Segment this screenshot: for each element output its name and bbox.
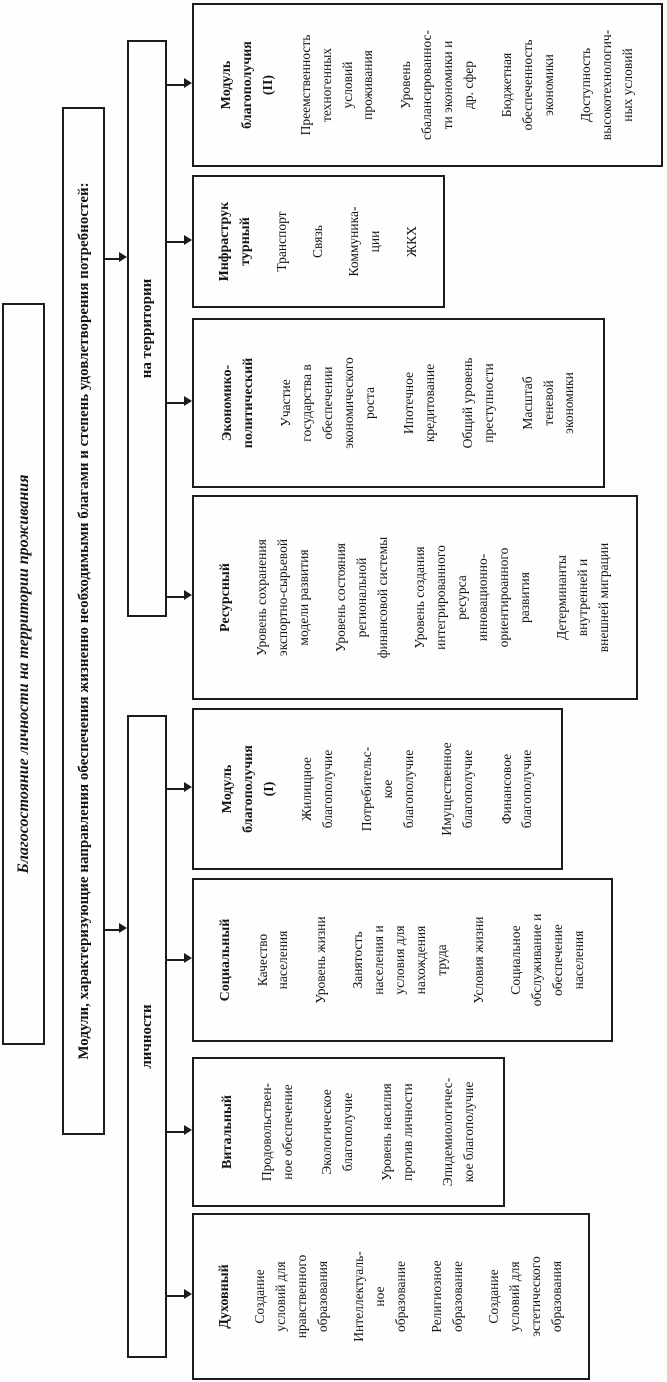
module-item: Преемственность техногенных условий прож… (297, 34, 376, 136)
module-item: Связь (310, 225, 326, 258)
module-item: Уровень сбалансированнос- ти экономики и… (398, 29, 476, 141)
module-item: ЖКХ (403, 226, 419, 257)
arrow-territory-to-wellbeing-2 (167, 84, 184, 86)
module-item: Уровень насилия против личности (379, 1083, 416, 1181)
module-item: Создание условий для нравственного образ… (252, 1254, 331, 1339)
module-item: Уровень создания интегрированного ресурс… (412, 545, 532, 650)
module-infrastructure-box: Инфраструк турный Транспорт Связь Коммун… (192, 175, 445, 308)
module-econ-political-box: Экономико- политический Участие государс… (192, 318, 605, 488)
module-item: Качество населения (254, 930, 291, 990)
module-wellbeing-2-box: Модуль благополучия (II) Преемственность… (192, 3, 663, 167)
module-item: Занятость населения и условия для нахожд… (349, 925, 449, 995)
module-item: Участие государства в обеспечении эконом… (278, 357, 377, 449)
module-title: Экономико- политический (219, 357, 256, 449)
arrow-banner-to-territory (105, 258, 119, 260)
module-item: Продовольствен- ное обеспечение (258, 1082, 295, 1182)
modules-banner-box: Модули, характеризующие направления обес… (62, 107, 105, 1135)
module-item: Имущественное благополучие (439, 742, 475, 836)
module-item: Общий уровень преступности (460, 357, 496, 449)
arrow-person-to-spiritual (167, 1295, 184, 1297)
arrow-person-to-vital (167, 1131, 184, 1133)
branch-territory-label: на территории (138, 278, 155, 379)
module-resource-box: Ресурсный Уровень сохранения экспортно-с… (192, 495, 638, 700)
module-item: Финансовое благополучие (498, 749, 535, 829)
module-title: Модуль благополучия (I) (219, 745, 277, 833)
module-title: Витальный (220, 1095, 236, 1169)
module-title: Социальный (218, 918, 234, 1002)
module-item: Создание условий для эстетического образ… (486, 1256, 564, 1337)
module-item: Интеллектуаль- ное образование (351, 1251, 408, 1342)
arrow-person-to-wellbeing-1 (167, 788, 184, 790)
module-item: Доступность высокотехнологич- ных услови… (578, 29, 636, 141)
module-item: Потребительс- кое благополучие (358, 746, 416, 832)
module-item: Условия жизни (470, 916, 486, 1004)
module-item: Бюджетная обеспеченность экономики (498, 39, 556, 131)
module-title: Духовный (217, 1264, 233, 1329)
arrow-territory-to-resource (167, 596, 184, 598)
module-item: Жилищное благополучие (299, 749, 336, 829)
module-item: Масштаб теневой экономики (519, 372, 577, 434)
branch-territory-box: на территории (127, 40, 167, 617)
modules-banner-label: Модули, характеризующие направления обес… (75, 182, 92, 1060)
module-title: Инфраструк турный (217, 201, 254, 282)
module-item: Экологическое благополучие (319, 1089, 356, 1175)
branch-person-box: личности (127, 715, 167, 1358)
module-item: Детерминанты внутренней и внешней миграц… (554, 542, 611, 653)
module-title: Модуль благополучия (II) (218, 41, 276, 129)
module-social-box: Социальный Качество населения Уровень жи… (192, 878, 613, 1042)
root-box: Благосостояние личности на территории пр… (2, 303, 45, 1045)
module-item: Эпидемиологичес- кое благополучие (439, 1077, 476, 1187)
module-item: Уровень сохранения экспортно-сырьевой мо… (254, 538, 312, 657)
arrow-banner-to-person (105, 929, 119, 931)
arrow-territory-to-infrastructure (167, 241, 184, 243)
module-item: Уровень состояния региональной финансово… (333, 536, 391, 659)
module-spiritual-box: Духовный Создание условий для нравственн… (192, 1213, 590, 1380)
module-item: Транспорт (273, 211, 289, 272)
module-item: Социальное обслуживание и обеспечение на… (507, 913, 586, 1007)
root-label: Благосостояние личности на территории пр… (14, 474, 32, 874)
branch-person-label: личности (138, 1004, 155, 1069)
module-item: Ипотечное кредитование (400, 363, 437, 443)
module-item: Коммуника- ции (346, 206, 383, 277)
module-item: Уровень жизни (312, 916, 328, 1004)
module-title: Ресурсный (218, 563, 234, 632)
arrow-territory-to-econ-political (167, 402, 184, 404)
module-wellbeing-1-box: Модуль благополучия (I) Жилищное благопо… (192, 708, 563, 870)
arrow-person-to-social (167, 959, 184, 961)
module-vital-box: Витальный Продовольствен- ное обеспечени… (192, 1057, 505, 1207)
module-item: Религиозное образование (429, 1260, 465, 1333)
